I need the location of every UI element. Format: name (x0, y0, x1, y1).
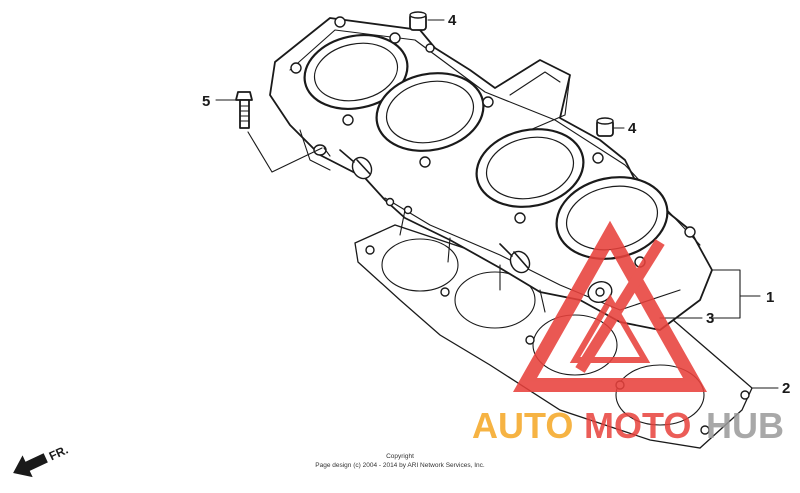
callout-5: 5 (202, 93, 237, 110)
svg-text:FR.: FR. (47, 443, 70, 464)
callout-4-right: 4 (613, 120, 637, 137)
copyright-text: Page design (c) 2004 - 2014 by ARI Netwo… (315, 462, 485, 469)
svg-text:4: 4 (448, 12, 457, 29)
dowel-pin-top (409, 11, 427, 31)
svg-text:3: 3 (706, 310, 714, 327)
automotohub-logo (512, 220, 708, 392)
svg-text:1: 1 (766, 289, 774, 306)
bolt (235, 91, 253, 129)
callout-1: 1 (711, 269, 774, 319)
copyright-title: Copyright (386, 453, 414, 460)
svg-text:5: 5 (202, 93, 210, 110)
svg-text:2: 2 (782, 380, 790, 397)
svg-text:HUB: HUB (706, 405, 784, 446)
svg-text:AUTO: AUTO (472, 405, 573, 446)
callout-2: 2 (751, 380, 790, 397)
callout-3: 3 (659, 310, 714, 327)
svg-text:4: 4 (628, 120, 637, 137)
watermark-text: AUTO MOTO HUB (472, 405, 784, 446)
dowel-pin-right (596, 117, 614, 137)
front-direction-arrow: FR. (13, 443, 70, 478)
callout-4-top: 4 (427, 12, 457, 29)
svg-text:MOTO: MOTO (584, 405, 691, 446)
